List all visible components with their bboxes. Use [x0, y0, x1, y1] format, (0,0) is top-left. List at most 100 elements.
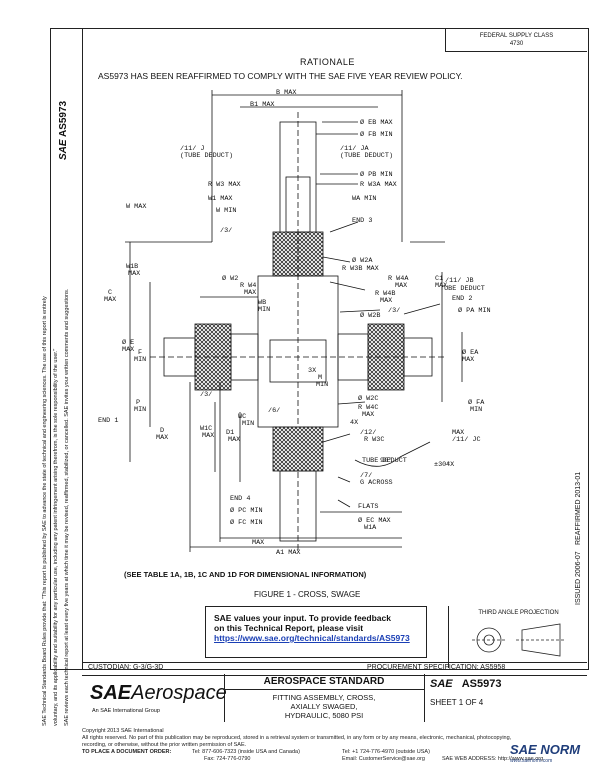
dimension-label: /11/ J [180, 145, 204, 153]
dimension-label: MAX [362, 411, 374, 419]
dimension-label: B MAX [276, 89, 296, 97]
fed-code: 4730 [509, 41, 524, 47]
dimension-label: 3X [308, 367, 316, 375]
dimension-label: MAX [122, 346, 134, 354]
procurement-spec: PROCUREMENT SPECIFICATION: AS5958 [367, 664, 506, 671]
dimension-label: Ø W2B [360, 311, 380, 320]
sheet-number: SHEET 1 OF 4 [430, 698, 484, 707]
logo-tag: An SAE International Group [92, 708, 160, 714]
dimension-label: R W4A [388, 275, 409, 283]
dimension-label: /11/ JC [452, 436, 481, 444]
dimension-label: Ø W2C [358, 394, 378, 403]
dimension-label: Ø EC MAX [358, 516, 391, 525]
dimension-label: P [136, 399, 140, 407]
dimension-label: MIN [258, 306, 270, 314]
fax: Fax: 724-776-0790 [204, 756, 251, 762]
dimension-label: R W3B MAX [342, 265, 379, 273]
email: Email: CustomerService@sae.org [342, 756, 425, 762]
footer-rights: All rights reserved. No part of this pub… [82, 735, 512, 741]
dimension-label: (TUBE DEDUCT) [340, 152, 393, 160]
dimension-label: (TUBE DEDUCT) [180, 152, 233, 160]
footer-copyright: Copyright 2013 SAE International [82, 728, 164, 734]
doc-mark: SAE [430, 678, 453, 690]
dimension-label: W1B [126, 263, 138, 271]
rationale-text: AS5973 HAS BEEN REAFFIRMED TO COMPLY WIT… [98, 71, 463, 81]
figure-caption: FIGURE 1 - CROSS, SWAGE [254, 590, 361, 599]
dimension-label: MIN [134, 356, 146, 364]
order-label: TO PLACE A DOCUMENT ORDER: [82, 749, 172, 755]
dimension-label: W MIN [216, 207, 236, 215]
title-line-2: AXIALLY SWAGED, [290, 702, 358, 711]
dimension-label: Ø W2 [222, 274, 238, 283]
dimension-label: MAX [244, 289, 256, 297]
dimension-label: WA MIN [352, 195, 376, 203]
dimension-label: D1 [226, 429, 234, 437]
side-doc-number: SAE AS5973 [58, 100, 69, 160]
dimension-label: /3/ [220, 227, 232, 235]
dimension-label: R W3C [364, 436, 384, 444]
dimension-label: MIN [242, 420, 254, 428]
dimension-label: W1C [200, 425, 212, 433]
side-column [50, 28, 83, 670]
dimension-label: WC [238, 413, 246, 421]
dimension-label: R W3A MAX [360, 181, 397, 189]
dimension-label: M [318, 374, 322, 382]
dimension-label: /12/ [360, 429, 376, 437]
dimension-label: MAX [228, 436, 240, 444]
dimension-label: C [108, 289, 112, 297]
dimension-label: /11/ JA [340, 145, 369, 153]
dimension-label: R W4B [375, 290, 395, 298]
fed-id: FEDERAL SUPPLY CLASS [479, 33, 554, 39]
dimension-label: R W4 [240, 282, 256, 290]
third-angle-symbol [471, 623, 566, 657]
dimension-label: C1 [435, 275, 443, 283]
feedback-link[interactable]: https://www.sae.org/technical/standards/… [214, 633, 410, 643]
dimension-label: WB [258, 299, 266, 307]
dimension-label: ±30° [434, 460, 450, 469]
reaffirmed-date: REAFFIRMED 2013-01 [575, 471, 582, 545]
dimension-label: MAX [380, 297, 392, 305]
dimension-label: R W4C [358, 404, 378, 412]
feedback-line-1: SAE values your input. To provide feedba… [214, 613, 391, 623]
issued-date: ISSUED 2006-07 [575, 551, 582, 605]
third-angle-label: THIRD ANGLE PROJECTION [478, 610, 559, 616]
dimension-label: 4X [446, 461, 454, 469]
dimension-label: Ø FB MIN [360, 130, 393, 139]
side-sae-mark: SAE [58, 139, 69, 160]
federal-supply-class: FEDERAL SUPPLY CLASS 4730 [445, 28, 587, 52]
dimension-label: MAX [452, 429, 464, 437]
custodian: CUSTODIAN: G-3/G-3D [88, 664, 164, 671]
web-address: SAE WEB ADDRESS: http://www.sae.org [442, 756, 544, 762]
dimension-label: A1 MAX [276, 549, 300, 557]
doc-number: AS5973 [461, 678, 502, 690]
dimension-label: D [160, 427, 164, 435]
dimension-label: MAX [202, 432, 214, 440]
sae-aerospace-logo: SAEAerospace An SAE International Group [82, 674, 227, 722]
dimension-label: END 2 [452, 295, 472, 303]
third-angle-projection-box: THIRD ANGLE PROJECTION [448, 606, 588, 668]
dimension-label: MIN [316, 381, 328, 389]
dimension-label: Ø PC MIN [230, 506, 263, 515]
feedback-line-2: on this Technical Report, please visit [214, 623, 364, 633]
dimension-label: MAX [395, 282, 407, 290]
footer-rights-2: recording, or otherwise, without the pri… [82, 742, 247, 748]
rationale-heading: RATIONALE [300, 57, 355, 67]
dimension-label: END 4 [230, 495, 250, 503]
dimension-label: MAX [462, 356, 474, 364]
dimension-label: /11/ JB [445, 277, 474, 285]
watermark-logo: SAE NORM [510, 742, 581, 757]
dimension-label: /3/ [388, 307, 400, 315]
dimension-label: /7/ [360, 472, 372, 480]
feedback-box: SAE values your input. To provide feedba… [205, 606, 427, 658]
tel-2: Tel: +1 724-776-4970 (outside USA) [342, 749, 430, 755]
dimension-label: Ø FA [468, 398, 485, 407]
dimension-label: F [138, 349, 142, 357]
title-block-right: SAE AS5973 SHEET 1 OF 4 [424, 674, 587, 722]
footer: Copyright 2013 SAE International All rig… [82, 728, 587, 763]
page-frame [82, 28, 589, 670]
dimension-label: TUBE DEDUCT [440, 285, 485, 293]
dimension-label: W MAX [126, 203, 146, 211]
dimension-label: END 3 [352, 217, 372, 225]
watermark-url: www.saenorm.com [510, 758, 553, 764]
